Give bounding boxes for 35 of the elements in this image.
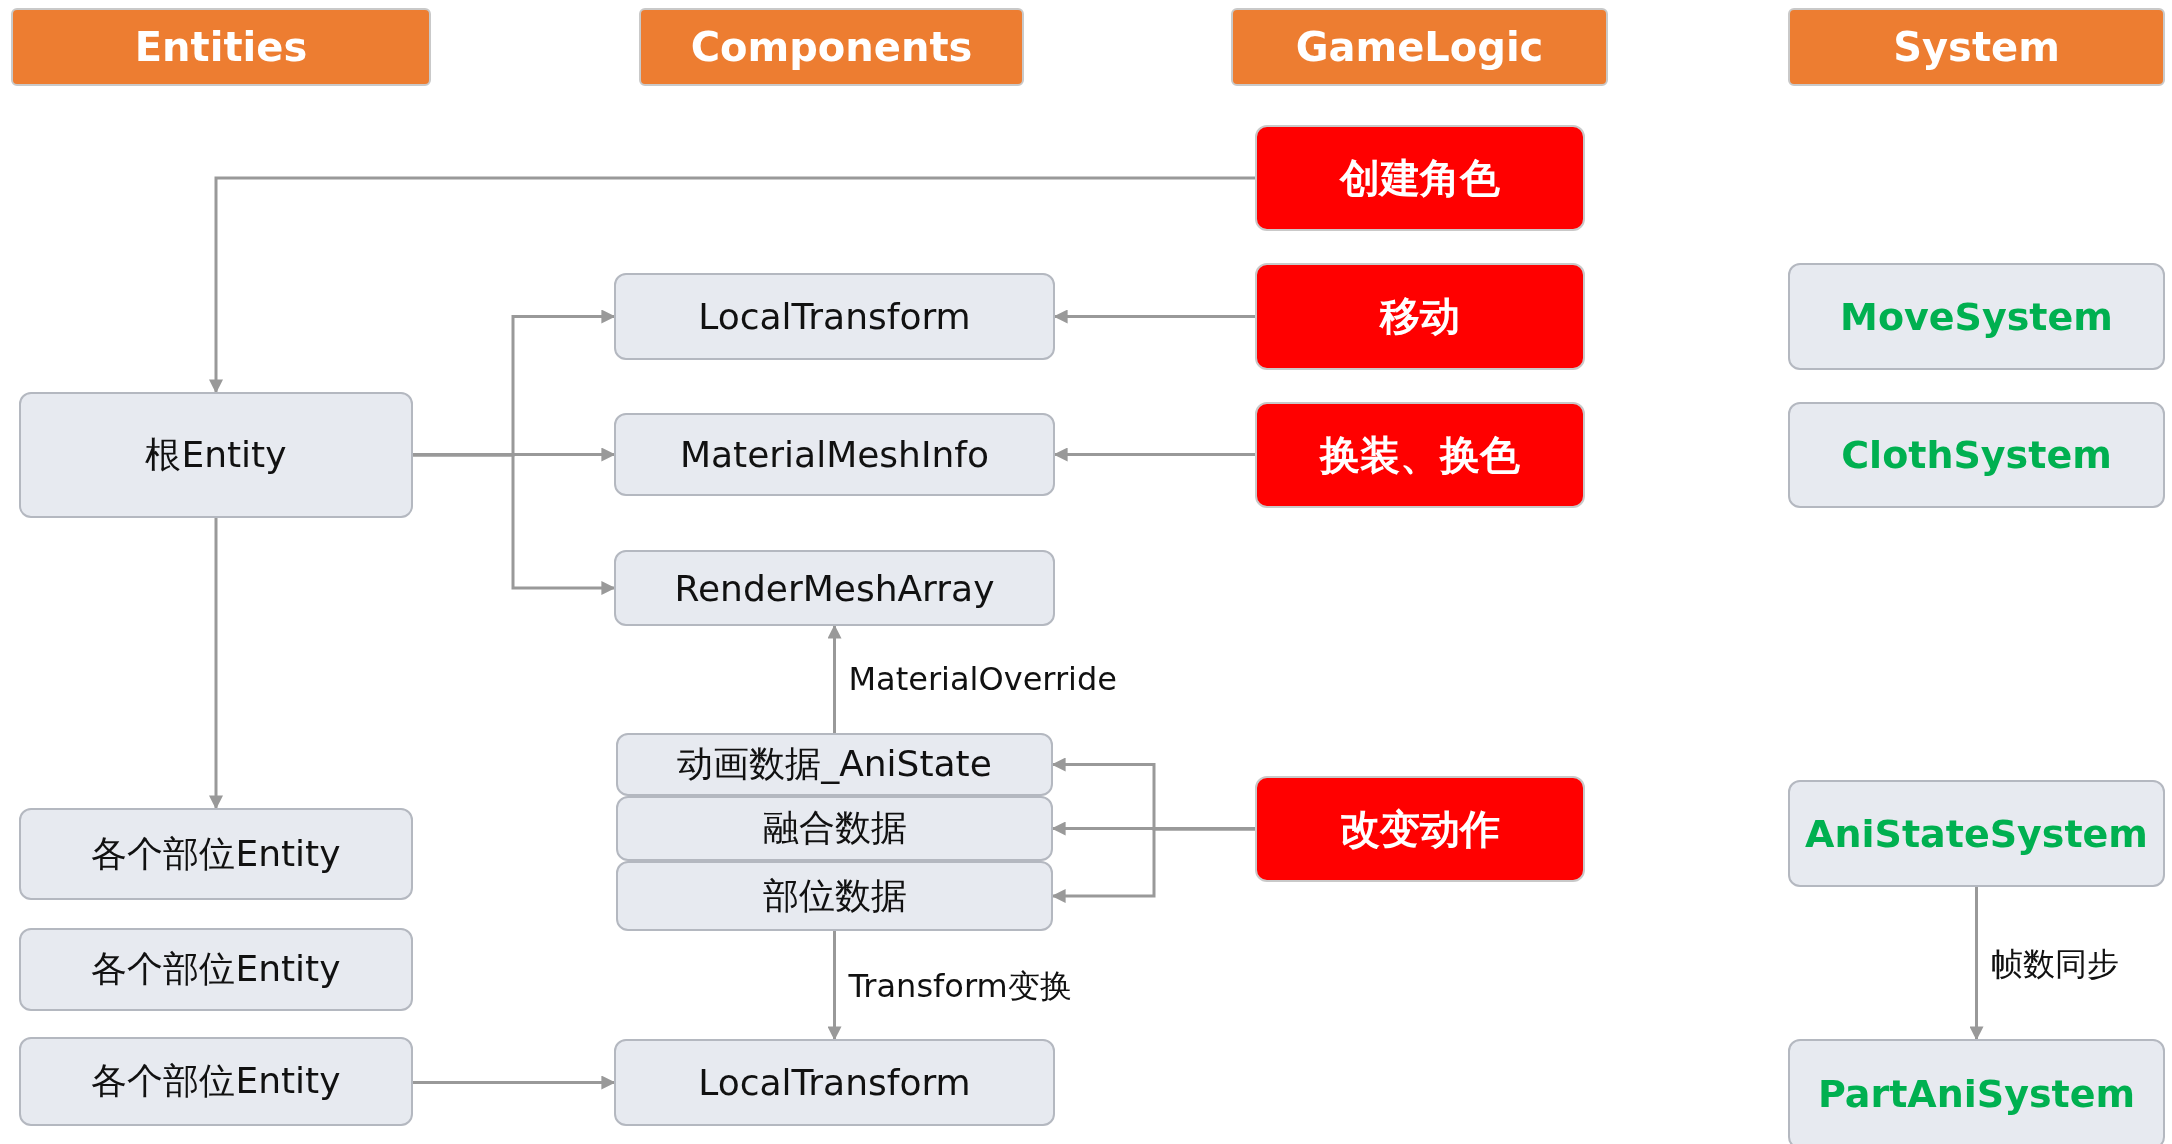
arrow [1969, 887, 1984, 1041]
column-header: GameLogic [1231, 8, 1608, 86]
arrow [413, 453, 616, 595]
arrow [827, 624, 842, 733]
entity-box: 各个部位Entity [19, 808, 413, 900]
arrow [209, 518, 223, 810]
arrow [413, 1075, 616, 1090]
column-header: System [1788, 8, 2165, 86]
component-box: 部位数据 [616, 861, 1053, 931]
entity-box: 各个部位Entity [19, 1037, 413, 1126]
column-header: Components [639, 8, 1024, 86]
arrow [1051, 821, 1255, 836]
arrow [209, 176, 1255, 394]
entity-box: 根Entity [19, 392, 413, 518]
arrow [413, 447, 616, 462]
component-box: 动画数据_AniState [616, 733, 1053, 796]
arrow [827, 931, 842, 1041]
component-box: LocalTransform [614, 1039, 1055, 1126]
component-box: MaterialMeshInfo [614, 413, 1055, 496]
arrow [1053, 309, 1255, 324]
column-header: Entities [11, 8, 431, 86]
action-box: 改变动作 [1255, 776, 1585, 882]
entity-box: 各个部位Entity [19, 928, 413, 1011]
system-box: AniStateSystem [1788, 780, 2165, 887]
action-box: 移动 [1255, 263, 1585, 370]
component-box: RenderMeshArray [614, 550, 1055, 626]
arrow [1051, 827, 1255, 903]
system-box: PartAniSystem [1788, 1039, 2165, 1144]
component-box: 融合数据 [616, 796, 1053, 861]
action-box: 换装、换色 [1255, 402, 1585, 508]
component-box: LocalTransform [614, 273, 1055, 360]
arrow [1053, 447, 1255, 462]
system-box: ClothSystem [1788, 402, 2165, 508]
action-box: 创建角色 [1255, 125, 1585, 231]
system-box: MoveSystem [1788, 263, 2165, 370]
